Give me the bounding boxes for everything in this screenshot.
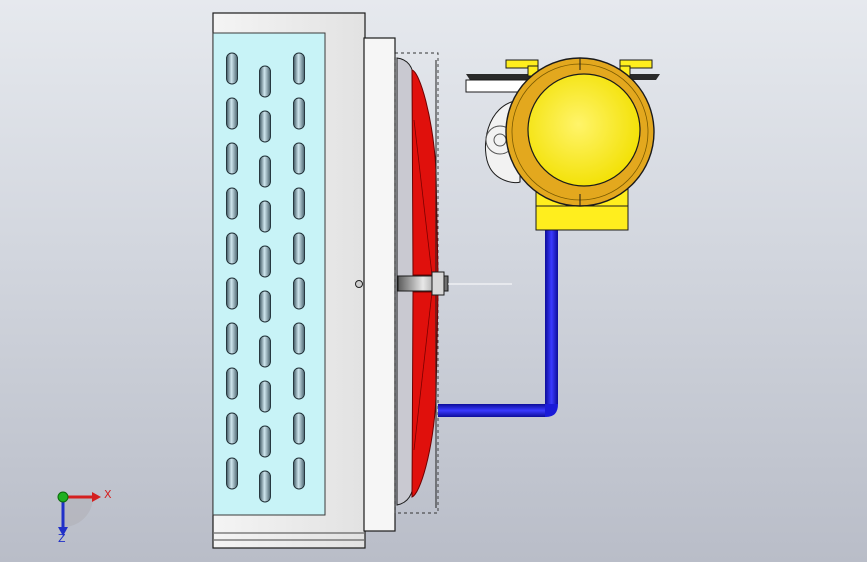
pipe-elbow [545, 404, 558, 417]
core-slot [259, 290, 271, 323]
core-slot [259, 110, 271, 143]
motor-foot-right [619, 59, 653, 69]
core-slot [226, 97, 238, 130]
core-slot [226, 367, 238, 400]
fan-assembly[interactable] [363, 37, 512, 532]
core-slot [259, 200, 271, 233]
heat-exchanger[interactable] [212, 12, 366, 549]
core-slot [293, 457, 305, 490]
frame-bolt [355, 280, 363, 288]
core-slot [293, 232, 305, 265]
triad-quadrant [63, 497, 93, 527]
core-slot [259, 380, 271, 413]
motor-foot-left [505, 59, 539, 69]
coolant-pipe[interactable] [438, 230, 558, 417]
core-slot [259, 245, 271, 278]
core-slot [293, 277, 305, 310]
fan-shroud-plate [363, 37, 396, 532]
triad-x-label: X [104, 488, 112, 501]
core-slot [259, 65, 271, 98]
core-slot [259, 425, 271, 458]
fan-blade-upper [411, 69, 439, 276]
core-slot [293, 97, 305, 130]
core-slot [293, 367, 305, 400]
core-slot [226, 277, 238, 310]
core-slot [226, 232, 238, 265]
core-slot [259, 335, 271, 368]
core-slot [293, 412, 305, 445]
motor-end-cap [527, 73, 641, 187]
triad-z-label: Z [58, 532, 66, 545]
core-slot [293, 322, 305, 355]
core-slot-grid [226, 52, 305, 503]
core-slot [226, 142, 238, 175]
core-slot [226, 52, 238, 85]
core-slot [226, 322, 238, 355]
fan-hub-nut [431, 271, 445, 296]
core-slot [226, 457, 238, 490]
core-slot [259, 155, 271, 188]
core-slot [259, 470, 271, 503]
core-slot [226, 412, 238, 445]
fan-blade-lower [411, 291, 439, 498]
core-slot [293, 142, 305, 175]
core-slot [226, 187, 238, 220]
pipe-vertical-run [545, 230, 558, 404]
core-slot [293, 52, 305, 85]
pipe-horizontal-run [438, 404, 546, 417]
triad-y-axis [57, 491, 69, 503]
orientation-triad[interactable]: X Z [57, 488, 112, 545]
motor-assembly[interactable] [465, 57, 660, 231]
core-slot [293, 187, 305, 220]
